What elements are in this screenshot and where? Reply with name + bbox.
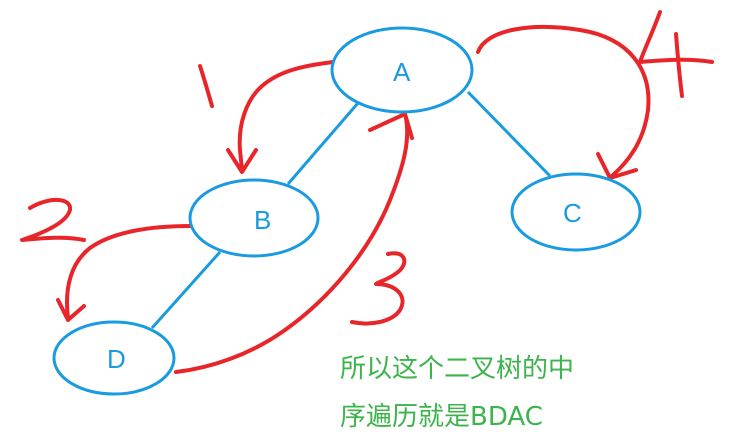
node-b: B [188, 178, 320, 258]
arrow-step-4 [476, 24, 651, 178]
step-number-4 [638, 10, 714, 98]
node-c: C [510, 172, 642, 252]
edge-b-d [150, 250, 222, 330]
tree-edges [150, 90, 552, 330]
edge-a-b [286, 102, 360, 185]
arrow-step-2-head [56, 298, 86, 322]
arrow-step-4-head [596, 152, 638, 180]
conclusion-line-2: 序遍历就是BDAC [340, 402, 543, 432]
edge-a-c [466, 90, 552, 178]
node-c-label: C [563, 198, 582, 228]
tree-nodes: A B C D [52, 26, 642, 396]
step-numbers [20, 10, 714, 326]
arrow-step-3 [174, 116, 410, 374]
node-a: A [330, 26, 474, 114]
node-d-label: D [107, 344, 126, 374]
step-number-2 [20, 198, 86, 242]
traversal-arrows [56, 24, 651, 374]
conclusion-line-1: 所以这个二叉树的中 [340, 354, 575, 384]
step-number-1 [198, 64, 214, 108]
node-a-label: A [393, 57, 411, 87]
node-d: D [52, 320, 176, 396]
step-number-3 [350, 251, 407, 326]
arrow-step-1 [237, 60, 335, 172]
arrow-step-1-head [226, 148, 258, 174]
arrow-step-2 [65, 224, 192, 320]
arrow-step-3-head [368, 112, 414, 140]
node-b-label: B [254, 205, 271, 235]
